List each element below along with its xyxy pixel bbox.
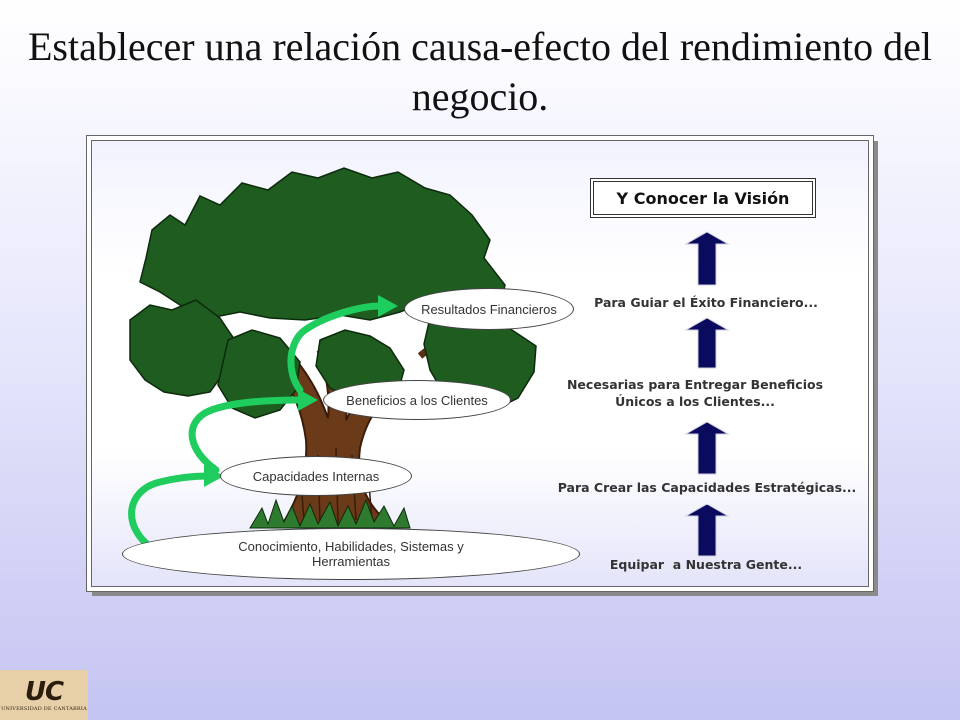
oval-capacidades-internas: Capacidades Internas — [220, 456, 412, 496]
slide-title: Establecer una relación causa-efecto del… — [28, 24, 932, 119]
vision-arrows — [684, 231, 730, 557]
logo-subtitle: UNIVERSIDAD DE CANTABRIA — [1, 706, 87, 712]
oval-beneficios-clientes: Beneficios a los Clientes — [323, 380, 511, 420]
growth-arrowheads — [204, 295, 398, 487]
growth-arrow-3 — [287, 302, 384, 394]
up-arrow-4 — [684, 503, 730, 557]
growth-arrows — [128, 302, 384, 556]
growth-arrow-2 — [188, 396, 304, 474]
logo-mark: UC — [24, 677, 64, 707]
tree-grass — [249, 498, 411, 529]
step-crear: Para Crear las Capacidades Estratégicas.… — [557, 480, 857, 495]
oval-conocimiento: Conocimiento, Habilidades, Sistemas y He… — [122, 528, 580, 580]
step-guiar: Para Guiar el Éxito Financiero... — [594, 295, 818, 310]
up-arrow-1 — [684, 231, 730, 286]
vision-label: Y Conocer la Visión — [593, 181, 813, 215]
vision-box: Y Conocer la Visión — [590, 178, 816, 218]
growth-arrow-1 — [128, 472, 212, 556]
step-necesarias: Necesarias para Entregar Beneficios Únic… — [566, 377, 824, 409]
oval-resultados-financieros: Resultados Financieros — [404, 288, 574, 330]
up-arrow-2 — [684, 317, 730, 369]
step-equipar: Equipar a Nuestra Gente... — [609, 557, 803, 572]
up-arrow-3 — [684, 421, 730, 475]
university-logo: UC UNIVERSIDAD DE CANTABRIA — [0, 670, 88, 720]
